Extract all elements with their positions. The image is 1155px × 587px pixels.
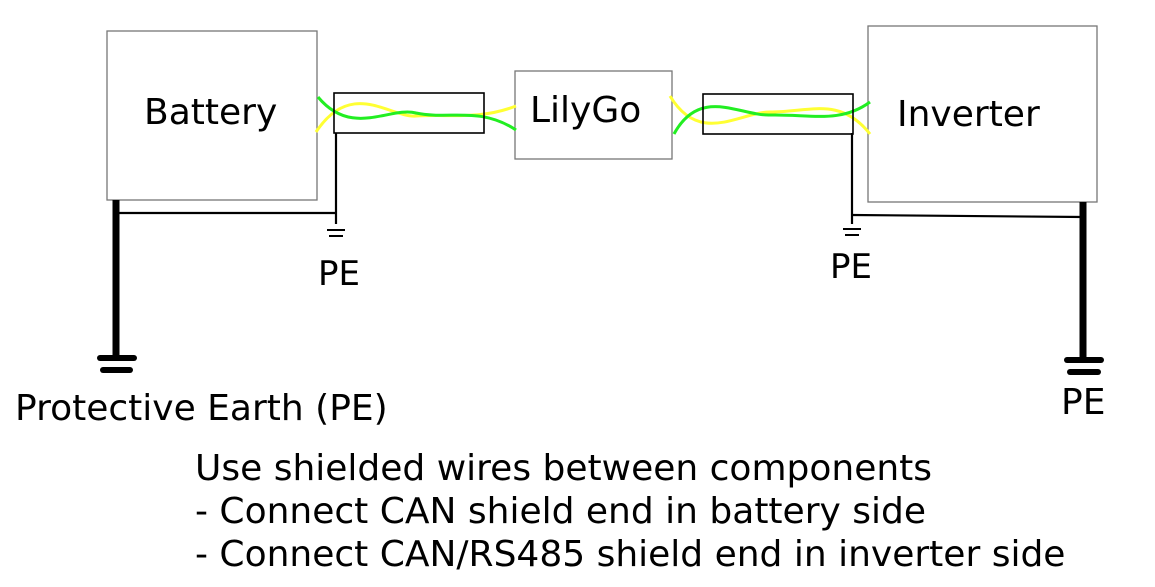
left-shield-ground-symbol: [327, 229, 345, 237]
inverter-earth-symbol: [1064, 357, 1104, 375]
inverter-shield-bond: [851, 213, 1084, 219]
battery-box: [106, 30, 318, 201]
right-shield-ground-symbol: [843, 228, 861, 236]
left-shielded-cable: [314, 92, 517, 134]
right-wire-yellow: [668, 95, 872, 135]
right-cable-shield: [702, 93, 854, 135]
inverter-shield-pe-label: PE: [830, 247, 872, 287]
note-line-2: - Connect CAN shield end in battery side: [195, 491, 926, 532]
left-wire-green: [316, 96, 517, 132]
protective-earth-label: Protective Earth (PE): [15, 388, 388, 429]
lilygo-label: LilyGo: [530, 90, 641, 131]
lilygo-box: [514, 70, 673, 160]
note-line-3: - Connect CAN/RS485 shield end in invert…: [195, 534, 1065, 575]
inverter-earth-pe-label: PE: [1061, 382, 1105, 423]
left-cable-shield: [333, 92, 485, 134]
right-wire-green: [672, 100, 871, 135]
battery-shield-pe-label: PE: [318, 254, 360, 294]
left-wire-yellow: [314, 102, 517, 133]
instruction-notes: Use shielded wires between components - …: [195, 448, 1065, 575]
right-shielded-cable: [668, 93, 872, 135]
inverter-label: Inverter: [897, 94, 1040, 135]
inverter-box: [867, 25, 1098, 203]
battery-label: Battery: [144, 92, 277, 133]
battery-earth-symbol: [97, 355, 137, 373]
note-line-1: Use shielded wires between components: [195, 448, 932, 489]
